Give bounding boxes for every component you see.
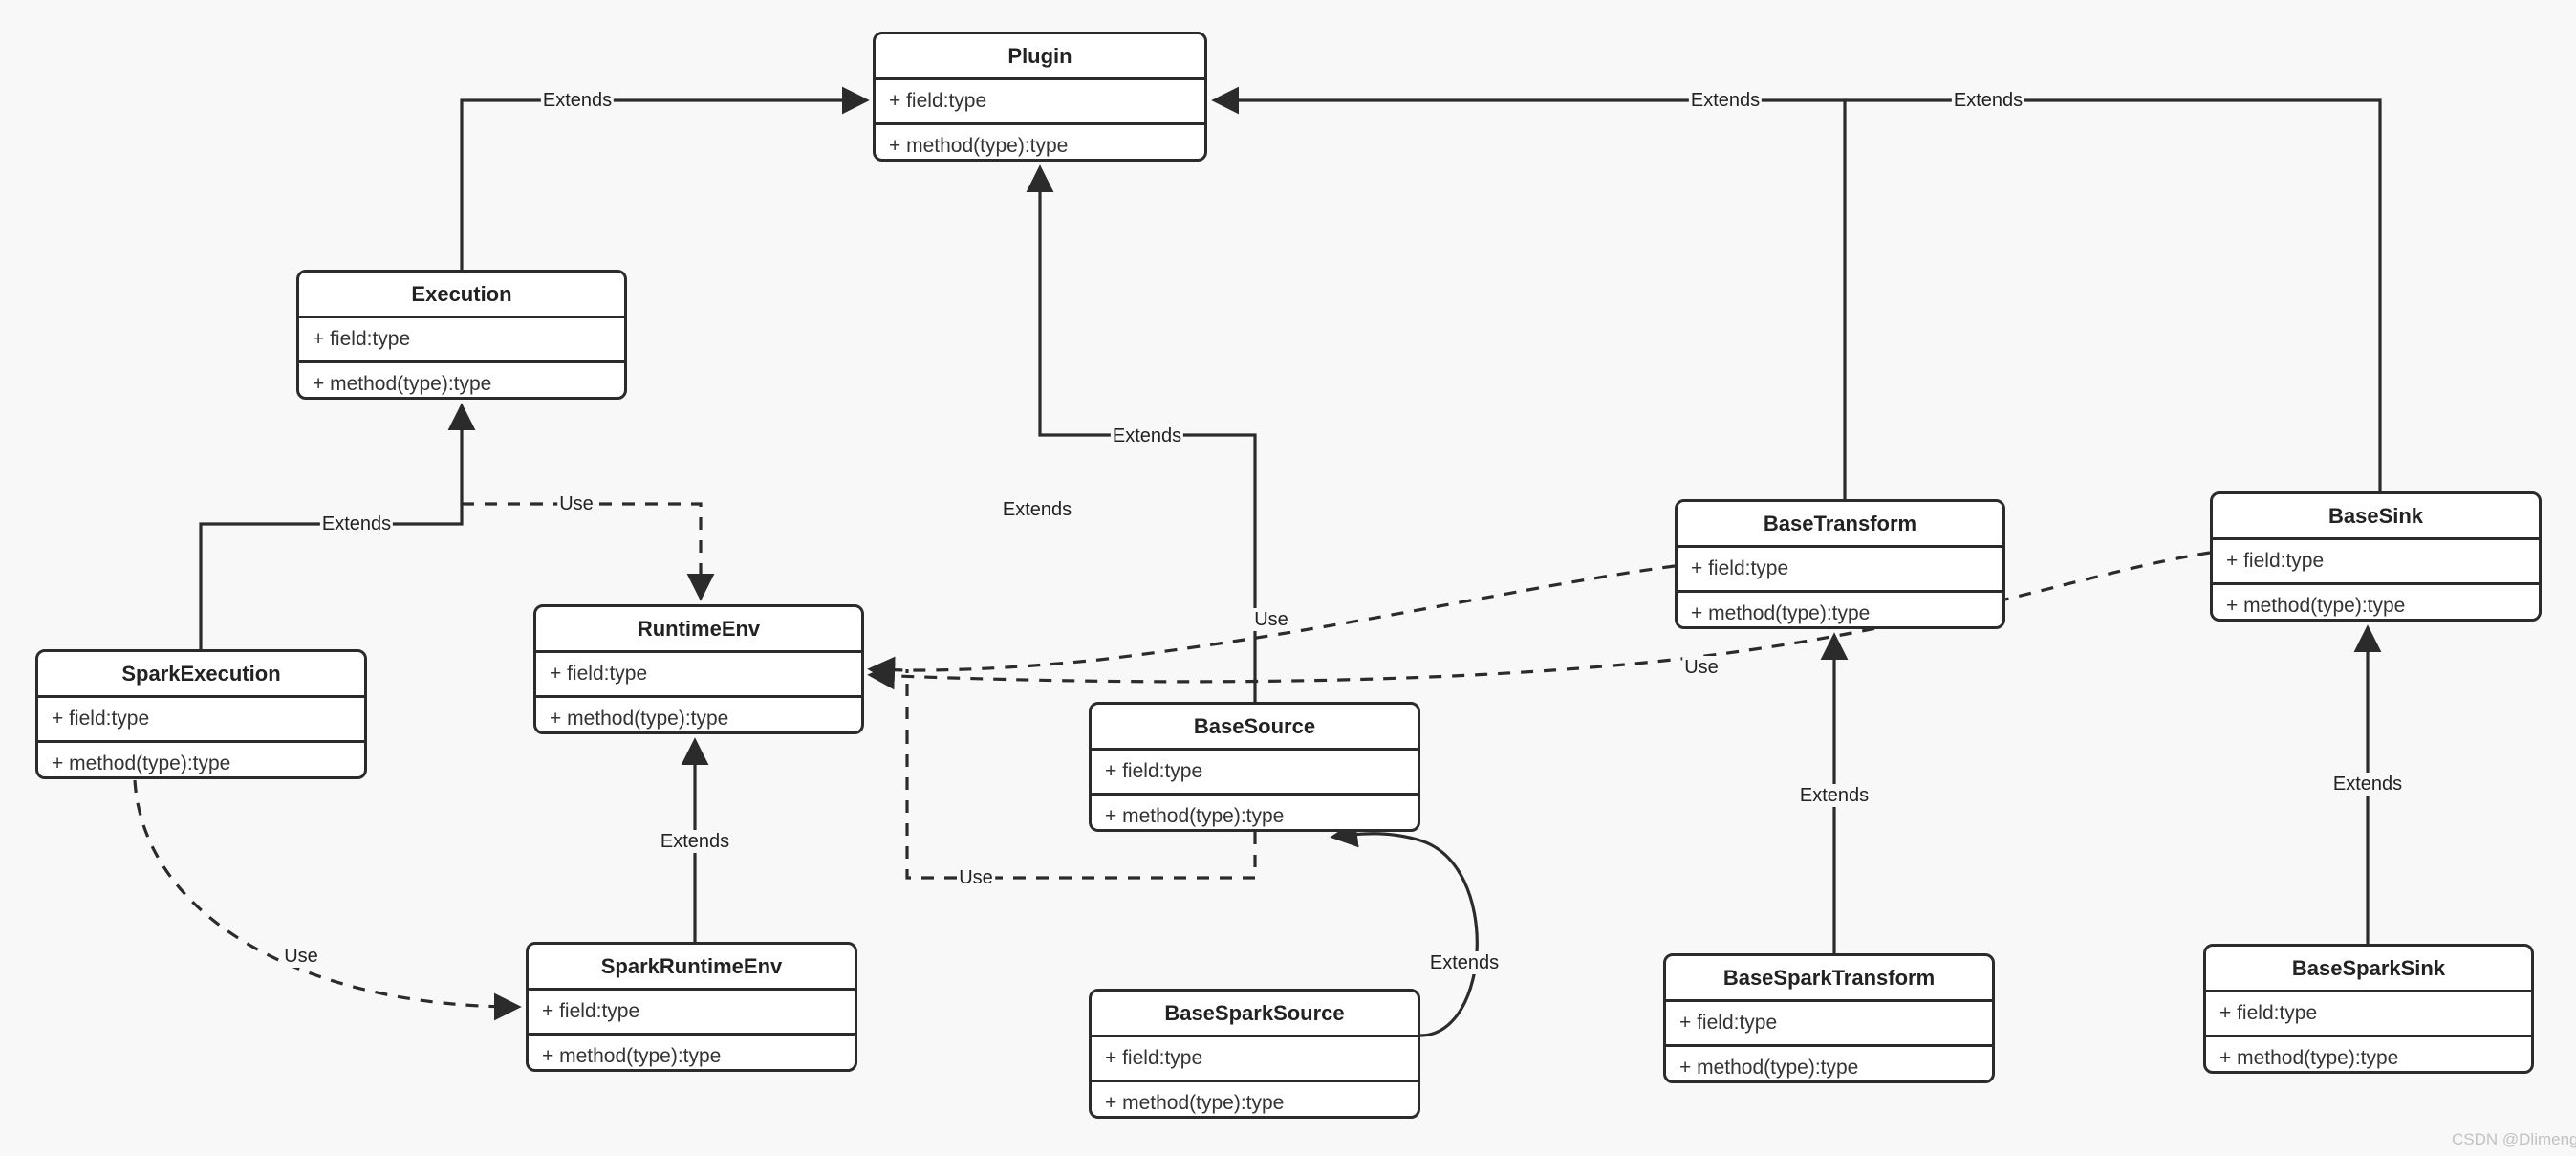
extends-edges [199,86,2382,1037]
class-method-row: + method(type):type [542,1045,722,1067]
class-field-row: + field:type [38,698,364,743]
class-field-row: + field:type [536,653,861,698]
class-box-basesparktransform[interactable]: BaseSparkTransform + field:type + method… [1663,953,1995,1083]
edge-label-basesource-extends-plugin-vertical: Extends [1000,498,1074,521]
edge-label-execution-extends-plugin: Extends [540,89,615,112]
edge-label-basetransform-use-runtimeenv: Use [1252,608,1290,631]
class-title: BaseSink [2213,494,2539,540]
class-title: SparkExecution [38,652,364,698]
edge-basesink-extends-plugin [1845,98,2382,491]
class-title: Plugin [876,34,1204,80]
edge-label-basesink-use-runtimeenv: Use [1682,656,1721,679]
edge-execution-extends-plugin [460,86,870,270]
class-method-row: + method(type):type [1679,1057,1859,1079]
edge-label-basesource-extends-plugin-horizontal: Extends [1110,425,1184,447]
watermark: CSDN @Dlimeng [2452,1130,2576,1148]
class-title: Execution [299,273,624,318]
edge-label-execution-use-runtimeenv: Use [557,492,595,515]
edge-basetransform-extends-plugin [1211,86,1847,499]
class-title: BaseSparkSink [2206,947,2531,992]
class-method-row: + method(type):type [2226,595,2406,617]
class-method-row: + method(type):type [550,708,729,730]
class-method-row: + method(type):type [313,373,492,395]
edge-label-sparkexecution-extends-execution: Extends [319,513,394,535]
class-method-row: + method(type):type [52,752,231,774]
class-field-row: + field:type [876,80,1204,125]
class-field-row: + field:type [2206,992,2531,1037]
edge-label-basesparksource-extends-basesource: Extends [1427,951,1502,974]
edge-label-basesparksink-extends-basesink: Extends [2330,773,2405,796]
class-method-row: + method(type):type [1105,1092,1285,1114]
class-title: BaseSparkSource [1092,992,1418,1037]
edge-label-sparkexecution-use-sparkruntimeenv: Use [282,945,320,968]
class-box-basesparksink[interactable]: BaseSparkSink + field:type + method(type… [2203,944,2534,1074]
class-field-row: + field:type [2213,540,2539,585]
class-box-sparkruntimeenv[interactable]: SparkRuntimeEnv + field:type + method(ty… [526,942,857,1072]
class-title: BaseSparkTransform [1666,956,1992,1002]
class-box-execution[interactable]: Execution + field:type + method(type):ty… [296,270,627,400]
edge-label-basesink-extends-plugin: Extends [1951,89,2025,112]
class-box-basesource[interactable]: BaseSource + field:type + method(type):t… [1089,702,1420,832]
class-title: BaseTransform [1678,502,2002,548]
class-field-row: + field:type [1092,751,1418,796]
class-method-row: + method(type):type [2219,1047,2399,1069]
class-box-basesink[interactable]: BaseSink + field:type + method(type):typ… [2210,491,2542,622]
class-field-row: + field:type [1092,1037,1418,1082]
class-box-sparkexecution[interactable]: SparkExecution + field:type + method(typ… [35,649,367,779]
edge-sparkexecution-use-sparkruntimeenv [133,779,522,1021]
class-box-basesparksource[interactable]: BaseSparkSource + field:type + method(ty… [1089,989,1420,1119]
edge-label-basesparktransform-extends-basetransform: Extends [1797,784,1872,807]
class-field-row: + field:type [1678,548,2002,593]
class-field-row: + field:type [529,991,855,1036]
class-title: BaseSource [1092,705,1418,751]
class-box-runtimeenv[interactable]: RuntimeEnv + field:type + method(type):t… [533,604,864,734]
class-method-row: + method(type):type [1691,602,1871,624]
class-title: SparkRuntimeEnv [529,945,855,991]
edge-label-sparkruntimeenv-extends-runtimeenv: Extends [658,830,732,853]
edge-label-basetransform-extends-plugin: Extends [1688,89,1763,112]
class-box-plugin[interactable]: Plugin + field:type + method(type):type [873,32,1207,162]
class-field-row: + field:type [1666,1002,1992,1047]
class-method-row: + method(type):type [889,135,1069,157]
class-method-row: + method(type):type [1105,805,1285,827]
class-field-row: + field:type [299,318,624,363]
edge-label-basesource-use-runtimeenv: Use [957,866,995,889]
edge-basesink-use-runtimeenv [867,551,2211,690]
class-title: RuntimeEnv [536,607,861,653]
class-box-basetransform[interactable]: BaseTransform + field:type + method(type… [1675,499,2005,629]
edge-execution-use-runtimeenv [462,502,715,601]
